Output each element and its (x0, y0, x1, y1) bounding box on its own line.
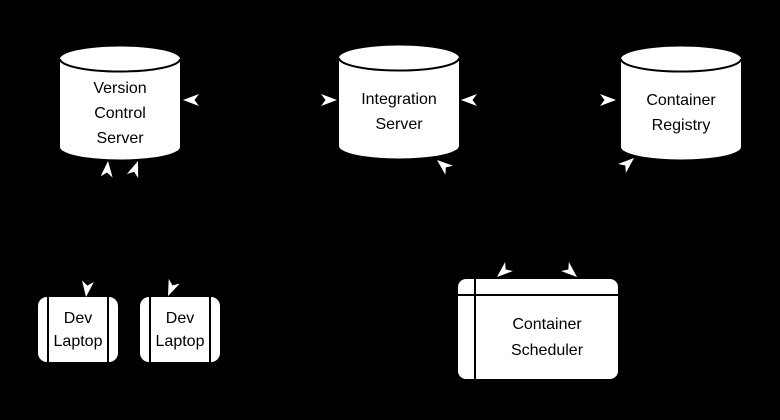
node-version-control-server: Version Control Server (59, 46, 181, 162)
arrowhead-icon (560, 261, 577, 277)
node-container-scheduler: Container Scheduler (458, 279, 618, 379)
node-label: Integration Server (338, 69, 460, 155)
arrowhead-icon (461, 94, 477, 106)
arrowhead-icon (497, 261, 514, 277)
arrowhead-icon (168, 278, 180, 296)
label-line: Container (512, 315, 582, 333)
label-line: Server (375, 116, 423, 133)
label-line: Dev (63, 309, 93, 327)
node-label: Dev Laptop (140, 297, 220, 362)
double-edge-bars (149, 297, 211, 362)
node-label: Version Control Server (59, 70, 181, 156)
label-line: Version (93, 79, 147, 97)
label-line: Laptop (155, 332, 205, 350)
arrowhead-icon (81, 280, 94, 297)
label-line: Dev (165, 309, 195, 327)
arrowhead-icon (183, 94, 199, 106)
label-line: Scheduler (510, 341, 584, 359)
label-line: Laptop (53, 332, 103, 350)
node-label: Dev Laptop (38, 297, 118, 362)
arrowhead-icon (617, 158, 634, 174)
cylinder-shape (620, 46, 742, 160)
cylinder-shape (338, 45, 460, 159)
frame-vertical-bar (474, 279, 476, 379)
arrowhead-icon (100, 161, 113, 178)
node-container-registry: Container Registry (620, 46, 742, 162)
node-integration-server: Integration Server (338, 45, 460, 161)
frame-horizontal-bar (458, 294, 618, 296)
node-label: Container Scheduler (476, 296, 618, 379)
label-line: Control (94, 104, 146, 122)
label-line: Registry (651, 117, 711, 134)
label-line: Integration (361, 91, 437, 108)
double-edge-bars (47, 297, 109, 362)
arrowhead-icon (600, 94, 616, 106)
label-line: Container (646, 92, 716, 109)
arrowhead-icon (321, 94, 337, 106)
arrowhead-icon (437, 160, 454, 175)
cylinder-shape (59, 46, 181, 160)
label-line: Server (96, 129, 144, 147)
node-label: Container Registry (620, 70, 742, 156)
arrowhead-icon (126, 161, 139, 179)
node-dev-laptop-1: Dev Laptop (38, 297, 118, 362)
node-dev-laptop-2: Dev Laptop (140, 297, 220, 362)
